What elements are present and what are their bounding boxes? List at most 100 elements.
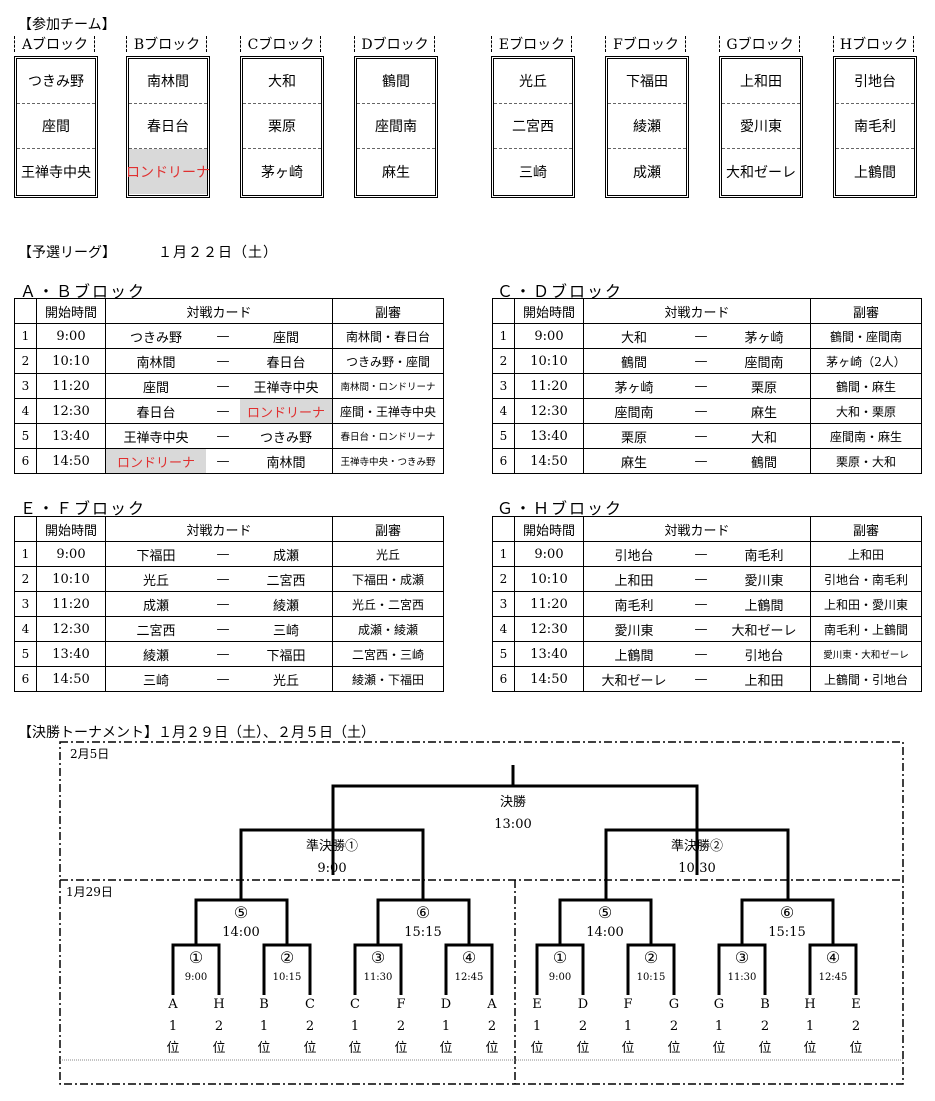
match-number: ⑤ (233, 903, 249, 922)
seed-unit: 位 (257, 1041, 271, 1056)
seed-rank: 2 (760, 1019, 770, 1034)
match-time: 11:30 (363, 972, 393, 983)
block-divider (799, 36, 800, 52)
team-a: 上鶴間 (583, 641, 684, 667)
seed-unit: 位 (758, 1041, 772, 1056)
bracket-lines (171, 765, 858, 995)
seed-rank: 2 (305, 1019, 315, 1034)
team-a: 引地台 (583, 541, 684, 567)
team-b: 下福田 (240, 641, 333, 667)
referee: 鶴間・座間南 (810, 323, 922, 349)
team-b: ロンドリーナ (240, 398, 333, 424)
vs-dash: — (206, 423, 240, 449)
team-b: 南林間 (240, 448, 333, 474)
block-0: Aブロックつきみ野座間王禅寺中央 (14, 36, 98, 198)
referee: 南毛利・上鶴間 (810, 616, 922, 642)
seed-unit: 位 (166, 1041, 180, 1056)
match-time: 14:50 (514, 448, 584, 474)
match-time: 14:00 (586, 925, 624, 940)
header-time: 開始時間 (514, 298, 584, 324)
seed-slot: A 1 位 (163, 994, 183, 1060)
match-number: ④ (461, 948, 477, 967)
team-b: 大和 (718, 423, 811, 449)
team-box: 上和田愛川東大和ゼーレ (719, 56, 803, 198)
header-time: 開始時間 (36, 298, 106, 324)
seed-rank: 1 (259, 1019, 269, 1034)
seed-block: A (168, 997, 178, 1012)
semi1-label: 準決勝① (305, 839, 358, 854)
table-title-ef: Ｅ・Ｆブロック (20, 499, 147, 518)
vs-dash: — (206, 541, 240, 567)
seed-block: F (623, 997, 633, 1012)
team-box: 大和栗原茅ヶ崎 (240, 56, 324, 198)
day2-label: 2月5日 (70, 747, 110, 761)
semi2-node: 準決勝② 10:30 (657, 836, 737, 880)
seed-rank: 2 (396, 1019, 406, 1034)
match-time: 9:00 (514, 541, 584, 567)
referee: 王禅寺中央・つきみ野 (332, 448, 444, 474)
seed-block: C (350, 997, 360, 1012)
semi2-time: 10:30 (678, 861, 716, 876)
team-name: 栗原 (243, 104, 321, 149)
header-match: 対戦カード (583, 298, 811, 324)
team-name: 茅ヶ崎 (261, 164, 303, 181)
match-time: 12:30 (514, 616, 584, 642)
block-1: Bブロック南林間春日台ロンドリーナ (126, 36, 210, 198)
team-name: 鶴間 (357, 59, 435, 104)
table-title-gh: Ｇ・Ｈブロック (497, 499, 624, 518)
team-name: つきみ野 (17, 59, 95, 104)
block-divider (571, 36, 572, 52)
table-header: 開始時間対戦カード副審 (14, 298, 444, 324)
match-time: 9:00 (184, 972, 208, 983)
table-title-ab: Ａ・Ｂブロック (20, 282, 147, 301)
block-name: Gブロック (726, 37, 794, 53)
team-name: 二宮西 (494, 104, 572, 149)
seed-rank: 1 (168, 1019, 178, 1034)
referee: 光丘 (332, 541, 444, 567)
team-name: ロンドリーナ (126, 149, 210, 194)
referee: 南林間・春日台 (332, 323, 444, 349)
seed-block: B (259, 997, 269, 1012)
vs-dash: — (206, 641, 240, 667)
vs-dash: — (206, 666, 240, 692)
vs-dash: — (684, 641, 718, 667)
table-title-cd: Ｃ・Ｄブロック (497, 282, 624, 301)
team-a: 下福田 (105, 541, 206, 567)
match-time: 11:30 (727, 972, 757, 983)
block-6: Gブロック上和田愛川東大和ゼーレ (719, 36, 803, 198)
block-divider (320, 36, 321, 52)
block-divider (833, 36, 834, 52)
referee: 光丘・二宮西 (332, 591, 444, 617)
referee: 成瀬・綾瀬 (332, 616, 444, 642)
referee: 上鶴間・引地台 (810, 666, 922, 692)
seed-block: G (713, 997, 725, 1012)
match-time: 11:20 (36, 373, 106, 399)
match-number: ④ (825, 948, 841, 967)
team-a: 鶴間 (583, 348, 684, 374)
seed-unit: 位 (530, 1041, 544, 1056)
team-name: 南毛利 (836, 104, 914, 149)
match-number: ③ (734, 948, 750, 967)
referee: 栗原・大和 (810, 448, 922, 474)
team-a: 大和ゼーレ (583, 666, 684, 692)
